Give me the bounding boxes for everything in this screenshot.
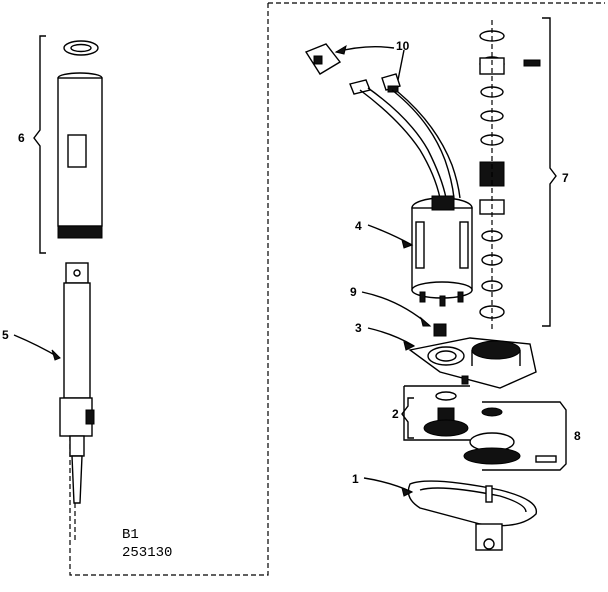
handle-tube (57, 72, 103, 239)
label-7: 7 (562, 171, 569, 185)
bracket-2 (401, 397, 414, 439)
footer-line1: B1 (122, 527, 139, 543)
base-housing (407, 480, 538, 551)
dashed-assembly-boundary (69, 3, 269, 576)
box-2-outline (403, 385, 470, 441)
bracket-6 (33, 35, 46, 254)
box-8-outline (482, 401, 567, 471)
motor (411, 195, 473, 307)
footer-line2: 253130 (122, 545, 172, 561)
shaft-assembly (59, 262, 95, 504)
gear-washer-stack (479, 30, 541, 319)
label-5: 5 (2, 328, 9, 342)
leader-3 (367, 327, 415, 347)
label-1: 1 (352, 472, 359, 486)
label-10: 10 (396, 39, 410, 53)
label-4: 4 (355, 219, 362, 233)
motor-wires (359, 87, 461, 199)
connector-part (304, 43, 401, 95)
label-3: 3 (355, 321, 362, 335)
label-8: 8 (574, 429, 581, 443)
gear-housing (408, 337, 537, 389)
label-2: 2 (392, 407, 399, 421)
pinion-gear (423, 391, 469, 437)
label-6: 6 (18, 131, 25, 145)
bracket-7 (542, 17, 557, 327)
main-gear (463, 407, 557, 465)
label-9: 9 (350, 285, 357, 299)
o-ring (63, 40, 99, 56)
small-insert-9 (433, 323, 447, 337)
